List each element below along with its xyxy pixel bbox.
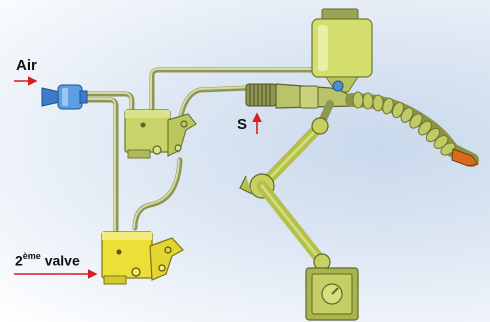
spray-nozzle-icon — [352, 92, 478, 166]
second-valve-label: 2ème valve — [15, 252, 80, 269]
articulated-arm — [240, 104, 330, 270]
magnetic-base-icon — [306, 268, 358, 320]
s-label: S — [237, 116, 247, 133]
valve-label-text: valve — [41, 253, 80, 269]
valve-block-yellow — [102, 232, 183, 284]
lubricant-jar-icon — [312, 9, 372, 92]
air-label: Air — [16, 57, 37, 74]
valve-label-superscript: ème — [23, 251, 41, 261]
blue-coupler-icon — [42, 85, 87, 109]
valve-block-green — [125, 110, 196, 158]
valve-label-number: 2 — [15, 253, 23, 269]
spray-head-body — [246, 81, 352, 108]
